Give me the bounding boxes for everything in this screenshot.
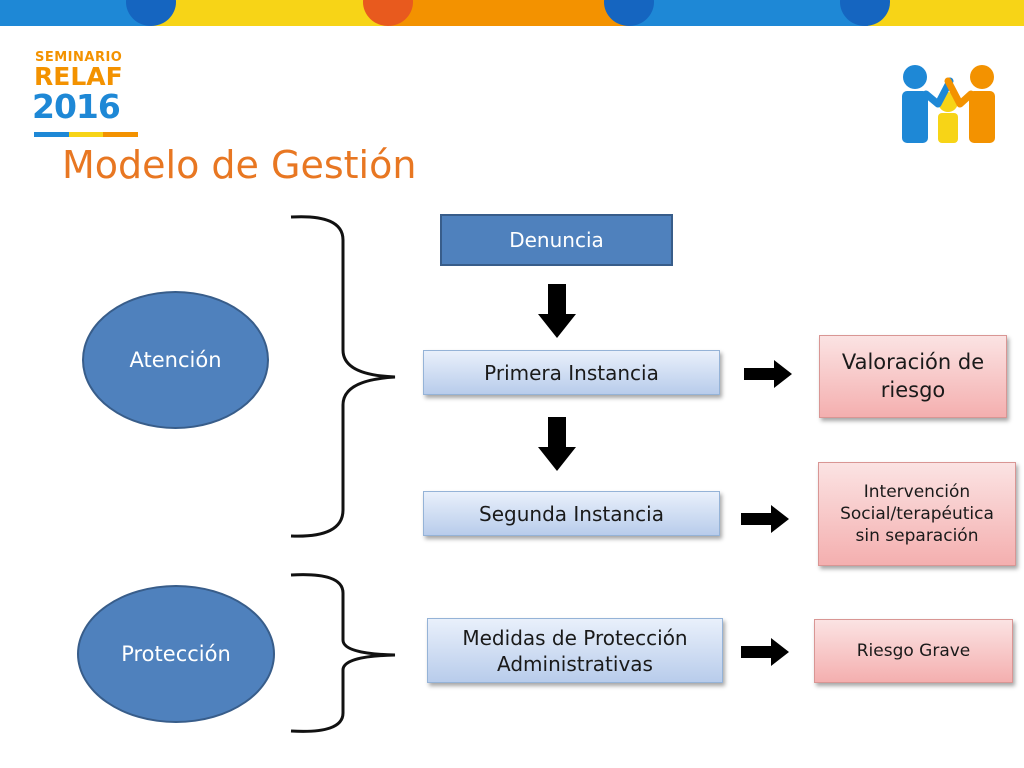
outcome-intervencion-social: Intervención Social/terapéutica sin sepa… <box>818 462 1016 566</box>
group-atencion: Atención <box>82 291 269 429</box>
band-segment-orange <box>390 0 630 26</box>
family-arm-right <box>944 77 975 108</box>
band-segment-blue-1 <box>0 0 150 26</box>
stage-denuncia: Denuncia <box>440 214 673 266</box>
arrow-right-3 <box>741 638 789 666</box>
seminario-relaf-logo: SEMINARIO RELAF 2016 <box>32 50 142 145</box>
stage-primera-instancia-label: Primera Instancia <box>484 360 659 385</box>
stage-denuncia-label: Denuncia <box>509 228 604 252</box>
outcome-valoracion-riesgo: Valoración de riesgo <box>819 335 1007 418</box>
outcome-intervencion-social-label: Intervención Social/terapéutica sin sepa… <box>840 481 994 547</box>
family-child-body <box>938 113 958 143</box>
outcome-valoracion-riesgo-label: Valoración de riesgo <box>841 350 985 402</box>
group-proteccion-label: Protección <box>121 642 231 666</box>
group-atencion-label: Atención <box>129 348 222 372</box>
stage-medidas-proteccion-label: Medidas de Protección Administrativas <box>462 625 688 676</box>
logo-line3: 2016 <box>32 87 121 126</box>
arrow-down-2 <box>538 417 576 471</box>
group-proteccion: Protección <box>77 585 275 723</box>
family-adult-right-body <box>969 91 995 143</box>
brace-proteccion <box>290 573 396 733</box>
outcome-riesgo-grave-label: Riesgo Grave <box>856 640 971 661</box>
slide-title: Modelo de Gestión <box>62 143 417 187</box>
family-adult-left-body <box>902 91 928 143</box>
brace-atencion <box>290 215 396 538</box>
arrow-down-1 <box>538 284 576 338</box>
stage-primera-instancia: Primera Instancia <box>423 350 720 395</box>
logo-underline <box>34 132 139 137</box>
band-segment-yellow-2 <box>868 0 1024 26</box>
logo-line2: RELAF <box>34 62 123 91</box>
arrow-right-2 <box>741 505 789 533</box>
stage-medidas-proteccion: Medidas de Protección Administrativas <box>427 618 723 683</box>
band-segment-yellow-1 <box>150 0 390 26</box>
family-icon <box>902 65 995 143</box>
arrow-right-1 <box>744 360 792 388</box>
outcome-riesgo-grave: Riesgo Grave <box>814 619 1013 683</box>
stage-segunda-instancia: Segunda Instancia <box>423 491 720 536</box>
family-adult-left-head <box>903 65 927 89</box>
logo-line1: SEMINARIO <box>35 50 123 65</box>
family-arm-left <box>922 77 954 108</box>
band-segment-blue-2 <box>630 0 868 26</box>
stage-segunda-instancia-label: Segunda Instancia <box>479 501 664 526</box>
family-adult-right-head <box>970 65 994 89</box>
